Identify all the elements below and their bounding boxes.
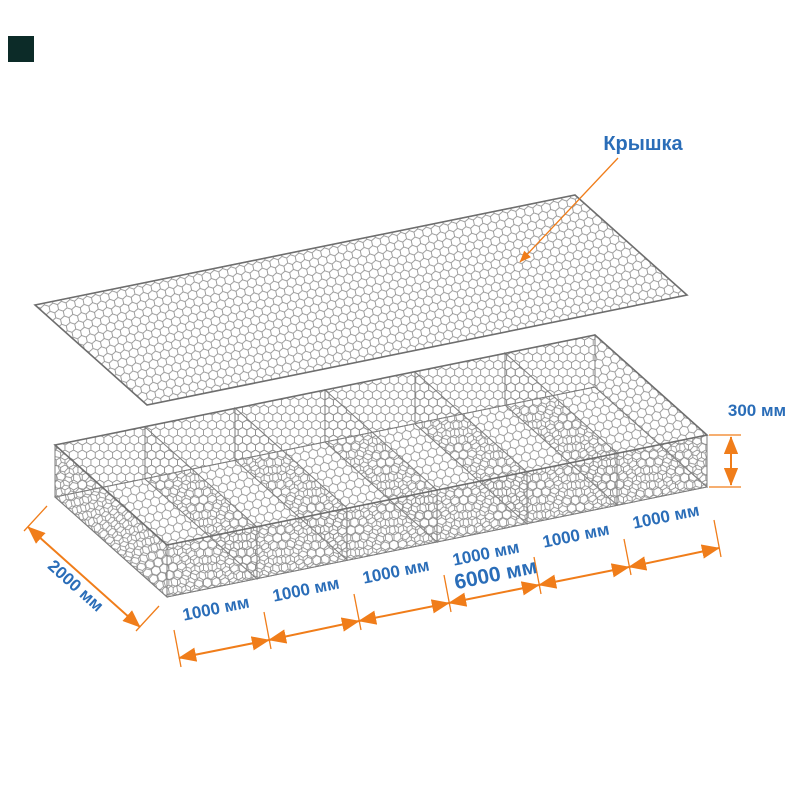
lid-label: Крышка [603,133,683,155]
lid-edge-wire [33,194,689,406]
segment-label-2: 1000 мм [271,574,341,606]
segment-label-6: 1000 мм [631,501,701,533]
dim-ext-tick [263,611,272,650]
dim-ext-tick [443,574,452,613]
gabion-box [53,333,709,599]
segment-label-5: 1000 мм [541,520,611,552]
dim-segment-6 [628,544,720,571]
dim-segment-2 [268,617,360,644]
height-label: 300 мм [728,401,786,420]
segment-label-1: 1000 мм [181,593,251,625]
dim-segment-1 [178,636,270,662]
width-label: 2000 мм [44,556,107,615]
gabion-lid [33,194,689,406]
dim-segment-5 [538,563,630,589]
dim-ext-tick [623,538,632,576]
dim-ext-tick [23,505,48,532]
box-top-rim [53,334,709,546]
dim-ext-tick [353,593,362,631]
dim-segment-4 [448,581,540,607]
dim-segment-3 [358,599,450,625]
dim-line-width [27,526,141,628]
lid-leader-arrow [519,157,619,263]
segment-label-3: 1000 мм [361,556,431,588]
dim-height-300: 300 мм [709,401,786,488]
corner-mark [8,36,34,62]
dim-ext-tick [713,519,722,558]
dim-ext-tick [173,629,182,668]
